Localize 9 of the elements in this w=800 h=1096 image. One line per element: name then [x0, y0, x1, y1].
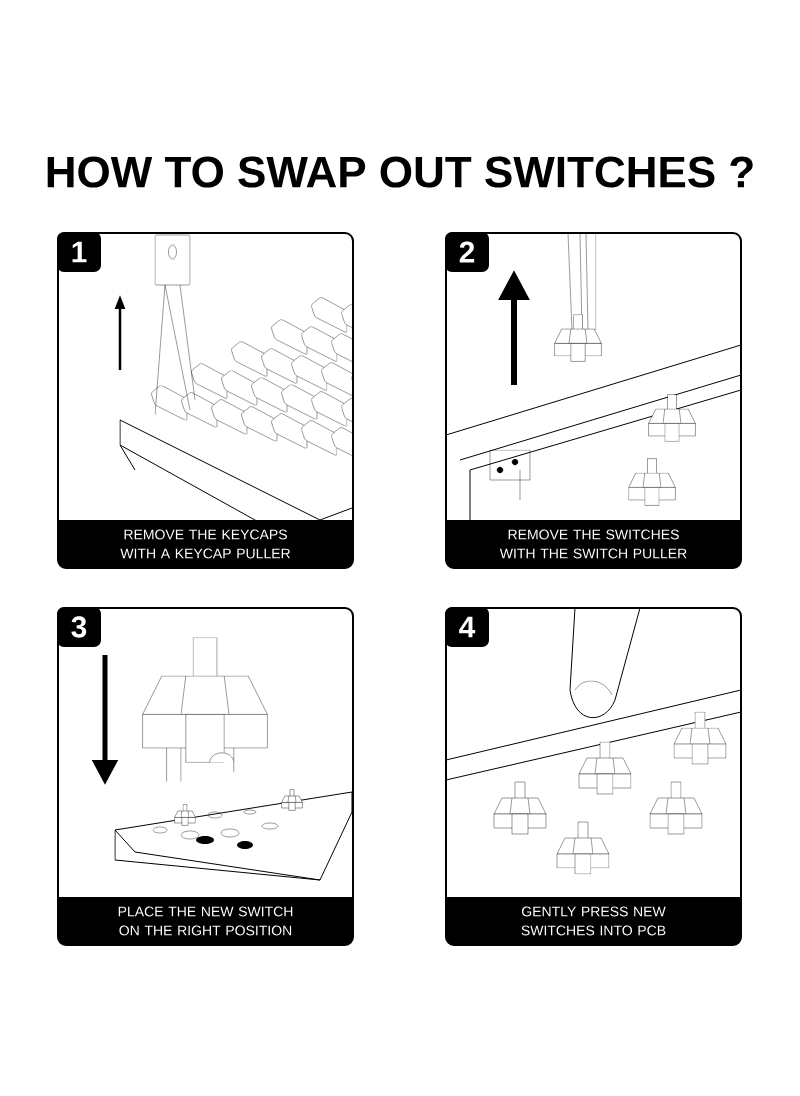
caption-band: REMOVE THE KEYCAPS WITH A KEYCAP PULLER [58, 520, 353, 568]
step-badge: 3 [57, 607, 101, 647]
caption-band: PLACE THE NEW SWITCH ON THE RIGHT POSITION [58, 897, 353, 945]
caption-band: GENTLY PRESS NEW SWITCHES INTO PCB [446, 897, 741, 945]
caption-band: REMOVE THE SWITCHES WITH THE SWITCH PULLER [446, 520, 741, 568]
step-badge: 4 [445, 607, 489, 647]
step-badge: 1 [57, 232, 101, 272]
step-badge: 2 [445, 232, 489, 272]
title: HOW TO SWAP OUT SWITCHES ? [47, 156, 753, 188]
